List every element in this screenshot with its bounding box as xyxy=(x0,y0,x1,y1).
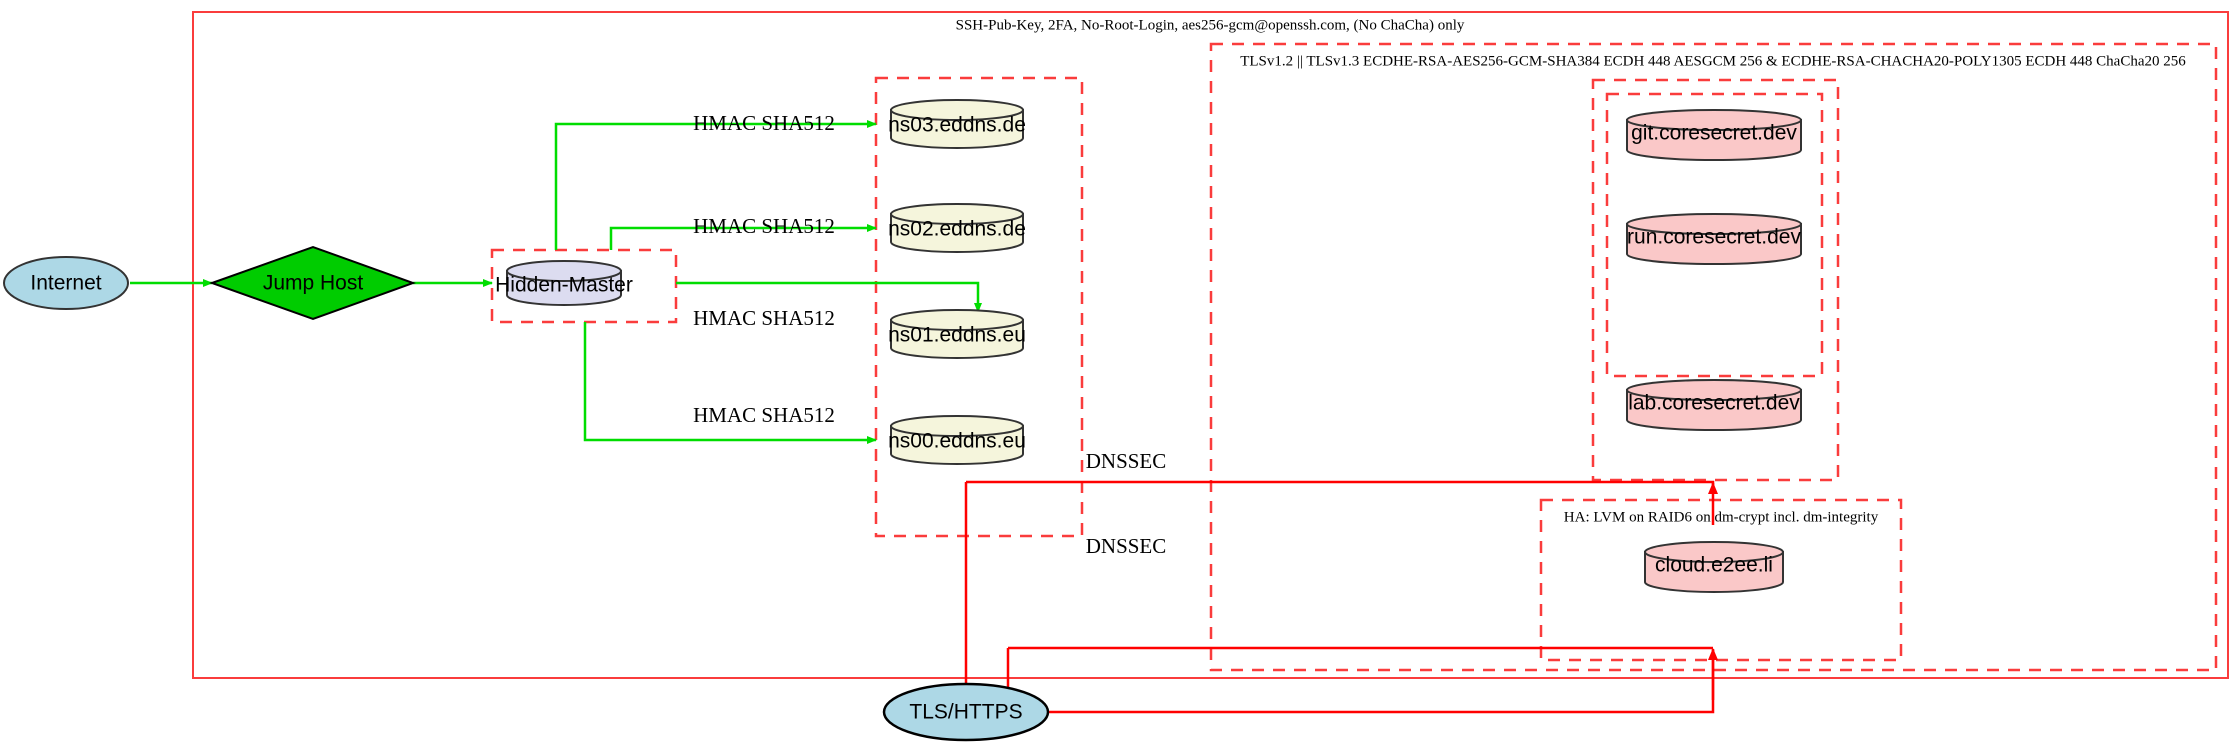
node-jump-host[interactable]: Jump Host xyxy=(209,245,416,321)
node-ns00-label: ns00.eddns.eu xyxy=(888,430,1026,453)
edge-label-hmac-ns03: HMAC SHA512 xyxy=(693,111,835,135)
edge-label-hmac-ns02: HMAC SHA512 xyxy=(693,214,835,238)
node-ns00[interactable]: ns00.eddns.eu xyxy=(888,415,1026,465)
edge-hiddenmaster-to-ns00 xyxy=(583,322,877,444)
node-git-coresecret[interactable]: git.coresecret.dev xyxy=(1626,109,1802,161)
node-lab-coresecret-label: lab.coresecret.dev xyxy=(1628,392,1800,415)
node-tls-https[interactable]: TLS/HTTPS xyxy=(882,682,1050,742)
node-ns03-label: ns03.eddns.de xyxy=(888,114,1026,137)
node-jump-host-label: Jump Host xyxy=(263,272,364,295)
node-run-coresecret-label: run.coresecret.dev xyxy=(1627,226,1801,249)
cluster-ha xyxy=(1539,498,1903,662)
edge-tlshttps-right xyxy=(1048,650,1715,714)
node-lab-coresecret[interactable]: lab.coresecret.dev xyxy=(1626,379,1802,431)
cluster-coresecret xyxy=(1591,78,1840,482)
node-ns01[interactable]: ns01.eddns.eu xyxy=(888,309,1026,359)
edge-label-hmac-ns01: HMAC SHA512 xyxy=(693,306,835,330)
cluster-tls xyxy=(1209,42,2218,672)
node-ns02-label: ns02.eddns.de xyxy=(888,218,1026,241)
cluster-label-ha: HA: LVM on RAID6 on dm-crypt incl. dm-in… xyxy=(1564,509,1879,525)
node-cloud-e2ee[interactable]: cloud.e2ee.li xyxy=(1644,541,1784,593)
node-ns01-label: ns01.eddns.eu xyxy=(888,324,1026,347)
node-hidden-master[interactable]: Hidden-Master xyxy=(495,260,633,306)
edge-dnssec-lower xyxy=(1008,646,1718,700)
edge-label-dnssec-lower: DNSSEC xyxy=(1086,534,1167,558)
cluster-label-outer: SSH-Pub-Key, 2FA, No-Root-Login, aes256-… xyxy=(956,17,1465,33)
node-hidden-master-label: Hidden-Master xyxy=(495,274,633,297)
node-internet-label: Internet xyxy=(30,272,101,295)
node-run-coresecret[interactable]: run.coresecret.dev xyxy=(1626,213,1802,265)
cluster-eddns xyxy=(874,76,1084,538)
node-cloud-e2ee-label: cloud.e2ee.li xyxy=(1655,554,1773,577)
node-tls-https-label: TLS/HTTPS xyxy=(909,701,1022,724)
edge-hiddenmaster-to-ns02 xyxy=(609,224,877,250)
edge-hiddenmaster-to-ns03 xyxy=(554,120,877,250)
cluster-label-tls: TLSv1.2 || TLSv1.3 ECDHE-RSA-AES256-GCM-… xyxy=(1240,53,2186,69)
edge-hiddenmaster-to-ns01 xyxy=(676,281,982,313)
node-internet[interactable]: Internet xyxy=(3,256,129,310)
edge-label-hmac-ns00: HMAC SHA512 xyxy=(693,403,835,427)
edge-dnssec-upper xyxy=(966,480,1718,525)
node-ns03[interactable]: ns03.eddns.de xyxy=(888,99,1026,149)
node-git-coresecret-label: git.coresecret.dev xyxy=(1631,122,1797,145)
cluster-outer-boundary xyxy=(192,11,2229,679)
node-ns02[interactable]: ns02.eddns.de xyxy=(888,203,1026,253)
edge-label-dnssec-upper: DNSSEC xyxy=(1086,449,1167,473)
